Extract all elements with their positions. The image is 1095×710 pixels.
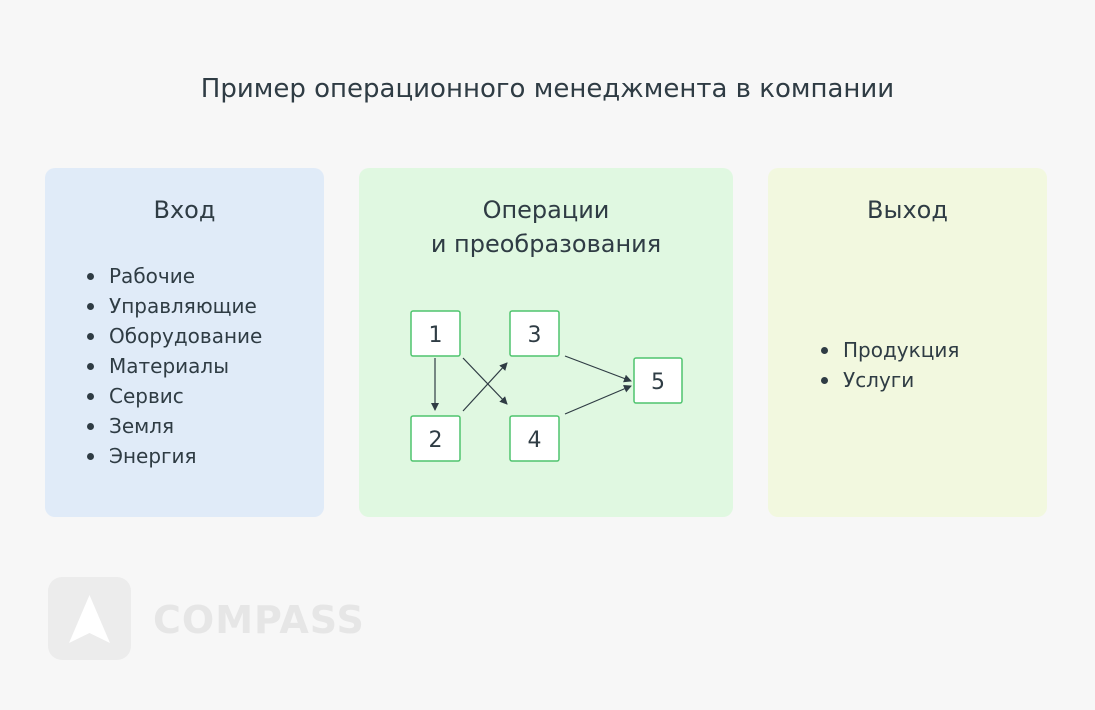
node-3-label: 3: [528, 323, 542, 348]
operations-card-title: Операции и преобразования: [359, 193, 733, 261]
list-item: Продукция: [818, 335, 959, 365]
list-item: Сервис: [84, 381, 262, 411]
arrow-1-to-4: [462, 357, 508, 405]
input-card: Вход Рабочие Управляющие Оборудование Ма…: [45, 168, 324, 517]
node-2: 2: [410, 415, 461, 462]
page-title: Пример операционного менеджмента в компа…: [200, 74, 895, 104]
node-1: 1: [410, 310, 461, 357]
operations-flow-diagram: 1 2 3 4 5: [410, 310, 683, 462]
arrow-3-to-5: [564, 355, 632, 383]
node-1-label: 1: [429, 323, 443, 348]
output-card: Выход Продукция Услуги: [768, 168, 1047, 517]
node-3: 3: [509, 310, 560, 357]
list-item: Услуги: [818, 365, 959, 395]
arrow-4-to-5: [564, 385, 632, 415]
input-list: Рабочие Управляющие Оборудование Материа…: [84, 261, 262, 471]
output-card-title: Выход: [867, 196, 948, 224]
input-card-title: Вход: [153, 196, 216, 224]
list-item: Управляющие: [84, 291, 262, 321]
output-list: Продукция Услуги: [818, 335, 959, 395]
list-item: Энергия: [84, 441, 262, 471]
compass-logo-icon: [48, 577, 131, 660]
operations-card: Операции и преобразования 1 2 3 4: [359, 168, 733, 517]
arrow-2-to-3: [462, 362, 508, 412]
list-item: Материалы: [84, 351, 262, 381]
list-item: Рабочие: [84, 261, 262, 291]
node-5-label: 5: [651, 370, 665, 395]
node-5: 5: [633, 357, 683, 404]
operations-title-line-1: Операции: [482, 196, 610, 224]
list-item: Земля: [84, 411, 262, 441]
operations-title-line-2: и преобразования: [430, 230, 662, 258]
node-4-label: 4: [528, 428, 542, 453]
node-2-label: 2: [429, 428, 443, 453]
brand-name: COMPASS: [153, 598, 365, 642]
node-4: 4: [509, 415, 560, 462]
list-item: Оборудование: [84, 321, 262, 351]
